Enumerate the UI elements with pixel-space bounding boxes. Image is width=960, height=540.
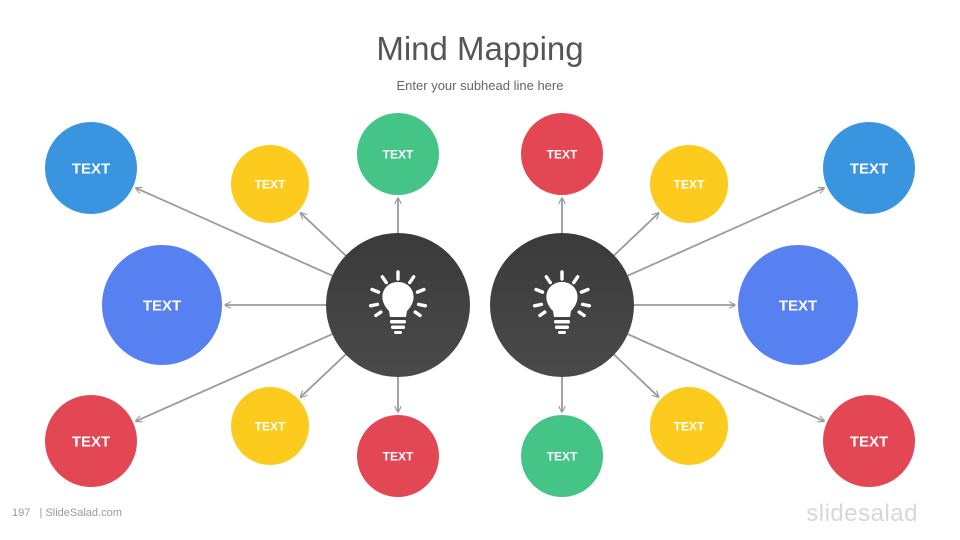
text-node-circle (650, 145, 728, 223)
footer: 197 | SlideSalad.com (12, 507, 122, 519)
slide-title: Mind Mapping (376, 30, 584, 67)
page-number: 197 (12, 507, 31, 519)
connector-arrow (301, 351, 350, 397)
slide-subhead: Enter your subhead line here (396, 78, 564, 93)
text-node-circle (823, 395, 915, 487)
text-node-label: TEXT (779, 297, 817, 314)
text-node-label: TEXT (674, 419, 705, 433)
text-node-circle (45, 395, 137, 487)
text-node-label: TEXT (72, 433, 110, 450)
text-node-circle (102, 245, 222, 365)
text-node-circle (357, 415, 439, 497)
text-node-label: TEXT (850, 433, 888, 450)
brand-logo: slidesalad (806, 500, 918, 527)
connector-arrow (136, 331, 337, 422)
connector-arrow (623, 331, 824, 422)
text-node-label: TEXT (850, 160, 888, 177)
connector-arrow (301, 213, 350, 259)
text-node-circle (231, 145, 309, 223)
text-node-circle (357, 113, 439, 195)
text-node-circle (45, 122, 137, 214)
text-node-label: TEXT (547, 147, 578, 161)
hub-group (326, 233, 634, 377)
text-node-circle (521, 415, 603, 497)
text-node-label: TEXT (547, 449, 578, 463)
connector-arrows (136, 188, 825, 421)
text-node-label: TEXT (383, 449, 414, 463)
text-node-label: TEXT (255, 177, 286, 191)
node-group: TEXT TEXT TEXT TEXT TEXT TEXT TEXT TEXT TEXT TEXT… (45, 113, 915, 497)
text-node-circle (650, 387, 728, 465)
lightbulb-icon (368, 270, 428, 334)
connector-arrow (610, 351, 658, 397)
text-node-label: TEXT (143, 297, 181, 314)
text-node-circle (823, 122, 915, 214)
footer-site: | SlideSalad.com (39, 507, 122, 519)
text-node-circle (738, 245, 858, 365)
connector-arrow (623, 188, 824, 279)
text-node-label: TEXT (383, 147, 414, 161)
text-node-label: TEXT (674, 177, 705, 191)
lightbulb-icon (532, 270, 592, 334)
text-node-circle (231, 387, 309, 465)
text-node-circle (521, 113, 603, 195)
text-node-label: TEXT (255, 419, 286, 433)
connector-arrow (136, 188, 337, 279)
connector-arrow (610, 213, 658, 259)
text-node-label: TEXT (72, 160, 110, 177)
